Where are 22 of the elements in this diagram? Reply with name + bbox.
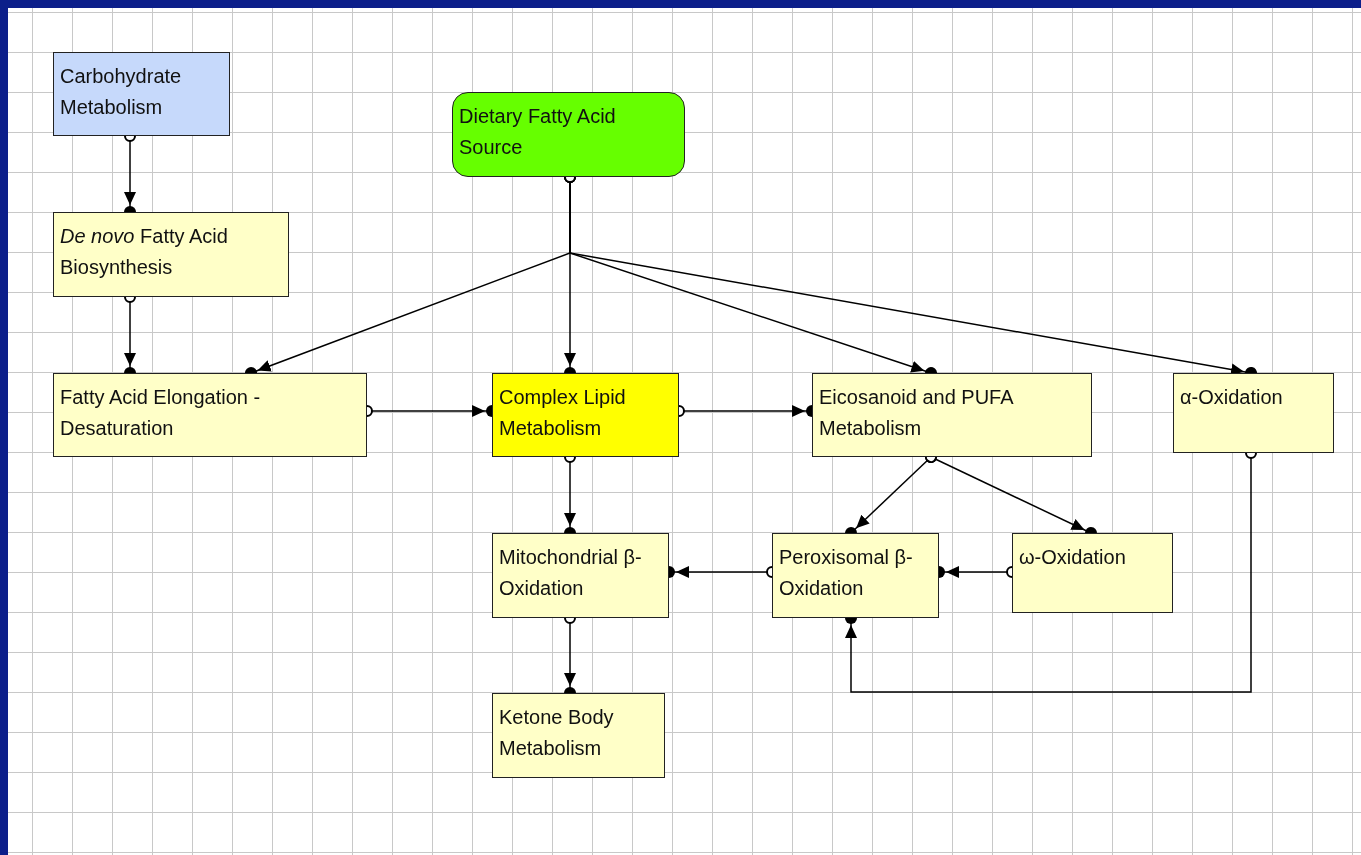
process-label: Dietary Fatty Acid Source [459,104,617,160]
process-box [492,373,679,457]
process-label: Eicosanoid and PUFA Metabolism [819,385,1014,441]
process-box [53,52,230,136]
process-box [492,693,665,778]
process-box [452,92,685,177]
process-label: Complex Lipid Metabolism [499,385,627,441]
process-label: α-Oxidation [1180,385,1284,410]
process-label: Peroxisomal β-Oxidation [779,545,914,601]
process-box [53,212,289,297]
process-box [772,533,939,618]
process-label: De novo Fatty Acid Biosynthesis [60,224,229,280]
process-box [812,373,1092,457]
process-label: Fatty Acid Elongation - Desaturation [60,385,262,441]
process-label: Mitochondrial β-Oxidation [499,545,643,601]
process-box [1173,373,1334,453]
process-box [53,373,367,457]
process-label: Carbohydrate Metabolism [60,64,183,120]
process-box [492,533,669,618]
process-label: ω-Oxidation [1019,545,1127,570]
process-label: Ketone Body Metabolism [499,705,615,761]
process-box [1012,533,1173,613]
